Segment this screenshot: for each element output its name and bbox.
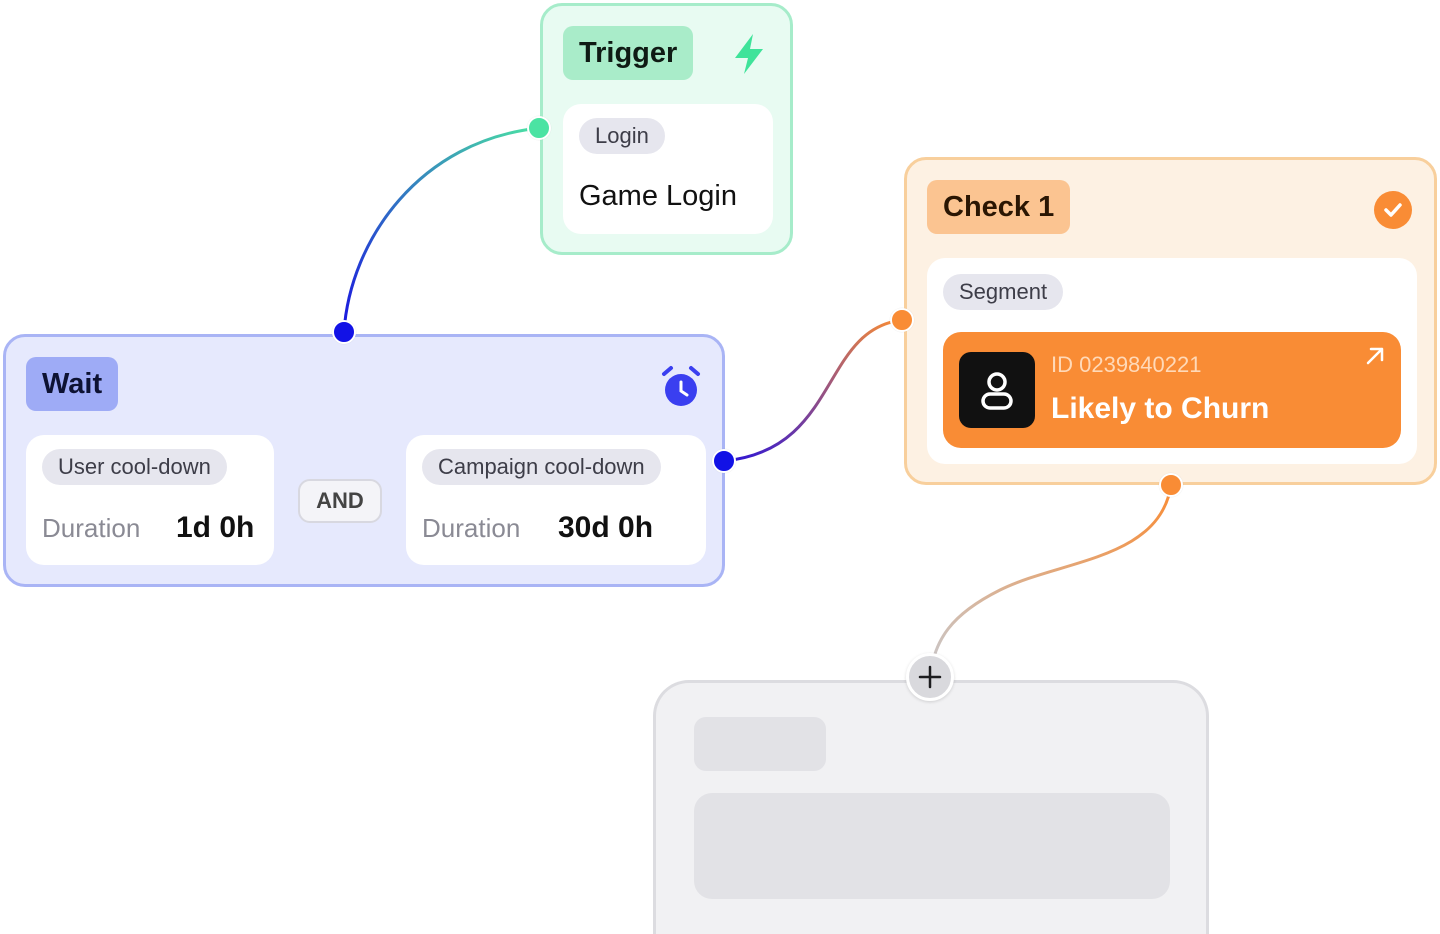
placeholder-content-bar [694, 793, 1170, 899]
placeholder-node [653, 680, 1209, 934]
connector-wait-to-check [723, 318, 903, 463]
user-cooldown-card[interactable]: User cool-down Duration 1d 0h [26, 435, 274, 565]
add-step-button[interactable] [906, 653, 954, 701]
check-input-port[interactable] [890, 308, 914, 332]
check-node[interactable]: Check 1 Segment ID 0239840221 Likely to … [904, 157, 1437, 485]
user-icon [959, 352, 1035, 428]
check-title: Check 1 [927, 180, 1071, 234]
wait-node[interactable]: Wait User cool-down Duration 1d 0h AND C… [3, 334, 725, 587]
placeholder-title-bar [694, 717, 826, 771]
trigger-event-card[interactable]: Login Game Login [563, 104, 773, 234]
duration-value: 30d 0h [558, 511, 654, 544]
campaign-cooldown-card[interactable]: Campaign cool-down Duration 30d 0h [406, 435, 706, 565]
arrow-up-right-icon[interactable] [1363, 344, 1387, 373]
trigger-node[interactable]: Trigger Login Game Login [540, 3, 793, 255]
duration-label: Duration [422, 513, 521, 543]
alarm-clock-icon [660, 365, 702, 414]
check-condition-card[interactable]: Segment ID 0239840221 Likely to Churn [927, 258, 1417, 464]
campaign-cooldown-pill: Campaign cool-down [422, 449, 661, 485]
segment-pill: Segment [943, 274, 1064, 310]
trigger-type-pill: Login [579, 118, 665, 154]
duration-value: 1d 0h [176, 511, 255, 544]
segment-tile[interactable]: ID 0239840221 Likely to Churn [943, 332, 1401, 448]
wait-output-port[interactable] [712, 449, 736, 473]
segment-id: ID 0239840221 [1051, 352, 1202, 377]
trigger-title: Trigger [563, 26, 694, 80]
duration-label: Duration [42, 513, 141, 543]
wait-title: Wait [26, 357, 119, 411]
trigger-output-port[interactable] [527, 116, 551, 140]
and-operator-chip[interactable]: AND [298, 479, 382, 523]
wait-input-port[interactable] [332, 320, 356, 344]
check-circle-icon [1373, 190, 1413, 235]
connector-trigger-to-wait [342, 126, 541, 333]
plus-icon [918, 665, 942, 689]
trigger-event-name: Game Login [579, 180, 737, 212]
check-output-port[interactable] [1159, 473, 1183, 497]
lightning-icon [731, 32, 767, 81]
segment-name: Likely to Churn [1051, 392, 1270, 425]
connector-check-to-next [928, 484, 1173, 677]
user-cooldown-pill: User cool-down [42, 449, 227, 485]
